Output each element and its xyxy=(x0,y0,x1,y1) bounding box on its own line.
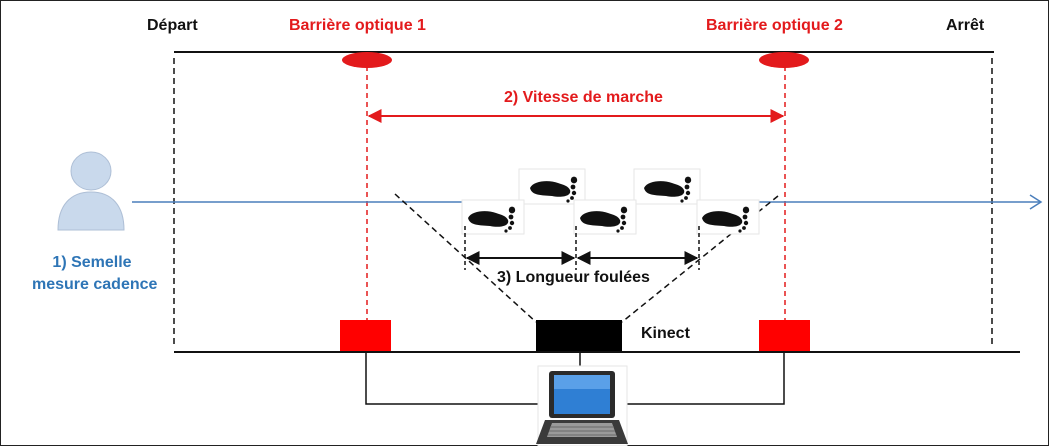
barrier-1-emitter xyxy=(342,52,392,68)
kinect-label: Kinect xyxy=(641,325,690,342)
laptop-icon xyxy=(536,365,628,446)
footprint-icon xyxy=(518,168,586,205)
barrier-2-label: Barrière optique 2 xyxy=(706,17,843,34)
insole-label: 1) Semelle mesure cadence xyxy=(32,252,158,296)
footprint-icon xyxy=(461,199,525,235)
speed-label: 2) Vitesse de marche xyxy=(504,89,663,106)
insole-label-line-2: mesure cadence xyxy=(32,276,158,293)
barrier-1-label: Barrière optique 1 xyxy=(289,17,426,34)
wire-barrier-2 xyxy=(612,352,785,405)
barrier-2-receiver xyxy=(759,320,810,351)
insole-label-line-1: 1) Semelle xyxy=(52,254,132,271)
footprint-icon xyxy=(696,199,760,235)
stride-label: 3) Longueur foulées xyxy=(497,269,650,286)
barrier-2-emitter xyxy=(759,52,809,68)
footprint-icon xyxy=(633,168,701,205)
person-icon xyxy=(57,151,125,231)
footprint-icon xyxy=(573,199,637,235)
kinect-device xyxy=(536,320,622,351)
wire-barrier-1 xyxy=(365,352,546,405)
start-label: Départ xyxy=(147,17,198,34)
barrier-1-receiver xyxy=(340,320,391,351)
walking-path-arrowhead xyxy=(1029,194,1043,210)
stop-label: Arrêt xyxy=(946,17,985,34)
